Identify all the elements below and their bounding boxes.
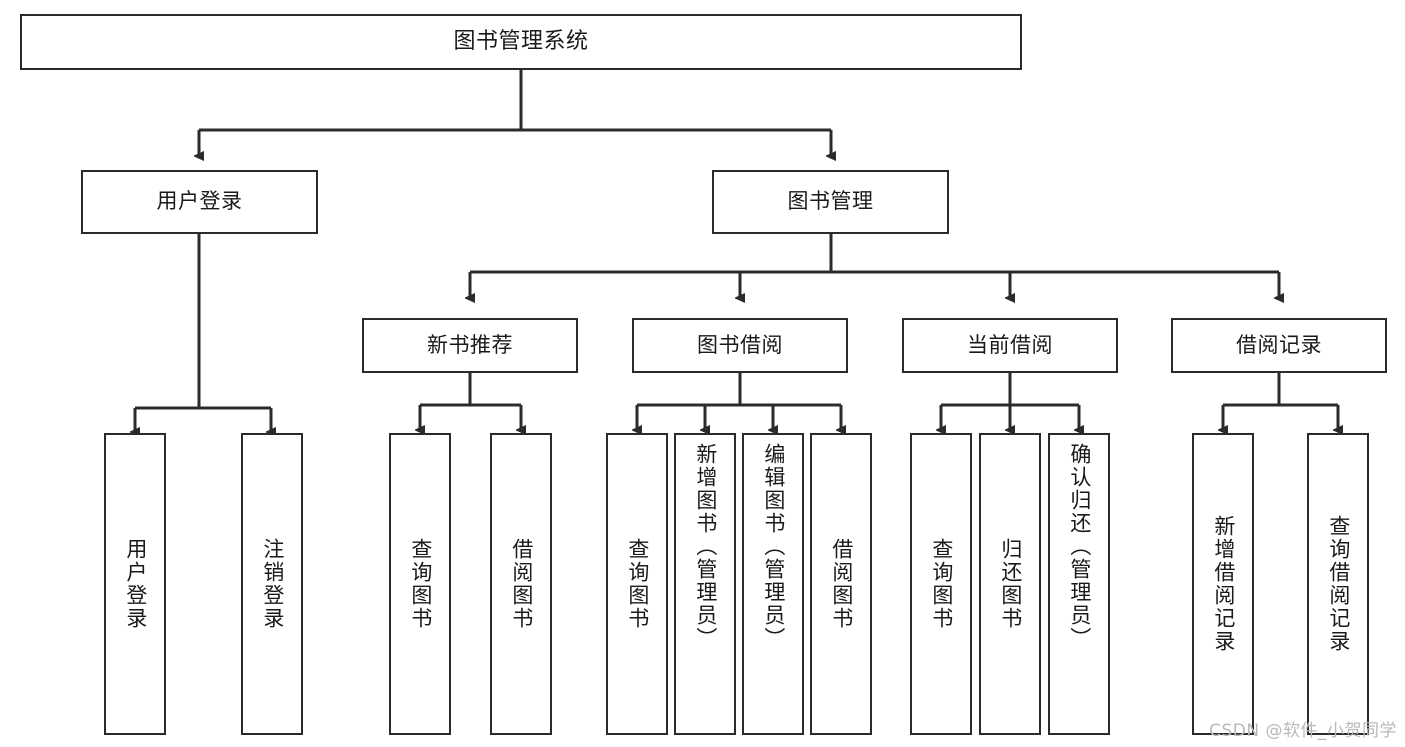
- leaf-query-borrow-record[interactable]: 查询借阅记录: [1307, 433, 1369, 735]
- leaf-query-book-borrow[interactable]: 查询图书: [606, 433, 668, 735]
- node-root[interactable]: 图书管理系统: [20, 14, 1022, 70]
- leaf-borrow-book[interactable]: 借阅图书: [810, 433, 872, 735]
- node-new-book-recommend-label: 新书推荐: [427, 332, 513, 357]
- csdn-watermark: CSDN @软件_小贺同学: [1209, 721, 1397, 741]
- leaf-query-book-borrow-label: 查询图书: [625, 538, 650, 630]
- leaf-query-book-recommend-label: 查询图书: [408, 538, 433, 630]
- node-book-borrow-label: 图书借阅: [697, 332, 783, 357]
- leaf-borrow-book-label: 借阅图书: [829, 538, 854, 630]
- node-root-label: 图书管理系统: [453, 28, 589, 54]
- leaf-borrow-book-recommend[interactable]: 借阅图书: [490, 433, 552, 735]
- node-user-login-label: 用户登录: [156, 189, 243, 214]
- node-current-borrow[interactable]: 当前借阅: [902, 318, 1118, 373]
- leaf-edit-book-admin[interactable]: 编辑图书（管理员）: [742, 433, 804, 735]
- node-new-book-recommend[interactable]: 新书推荐: [362, 318, 578, 373]
- leaf-add-borrow-record-label: 新增借阅记录: [1211, 515, 1236, 653]
- node-book-borrow[interactable]: 图书借阅: [632, 318, 848, 373]
- node-user-login[interactable]: 用户登录: [81, 170, 318, 234]
- leaf-confirm-return-admin[interactable]: 确认归还（管理员）: [1048, 433, 1110, 735]
- leaf-return-book[interactable]: 归还图书: [979, 433, 1041, 735]
- leaf-query-borrow-record-label: 查询借阅记录: [1326, 515, 1351, 653]
- leaf-user-login[interactable]: 用户登录: [104, 433, 166, 735]
- leaf-logout[interactable]: 注销登录: [241, 433, 303, 735]
- leaf-query-book-current[interactable]: 查询图书: [910, 433, 972, 735]
- node-book-management-label: 图书管理: [787, 189, 874, 214]
- leaf-confirm-return-admin-label: 确认归还（管理员）: [1067, 443, 1092, 650]
- node-current-borrow-label: 当前借阅: [967, 332, 1053, 357]
- leaf-logout-label: 注销登录: [260, 538, 285, 630]
- leaf-add-book-admin-label: 新增图书（管理员）: [693, 443, 718, 650]
- leaf-user-login-label: 用户登录: [123, 538, 148, 630]
- leaf-query-book-recommend[interactable]: 查询图书: [389, 433, 451, 735]
- leaf-add-borrow-record[interactable]: 新增借阅记录: [1192, 433, 1254, 735]
- node-borrow-record-label: 借阅记录: [1236, 332, 1322, 357]
- leaf-query-book-current-label: 查询图书: [929, 538, 954, 630]
- leaf-add-book-admin[interactable]: 新增图书（管理员）: [674, 433, 736, 735]
- leaf-borrow-book-recommend-label: 借阅图书: [509, 538, 534, 630]
- leaf-edit-book-admin-label: 编辑图书（管理员）: [761, 443, 786, 650]
- node-book-management[interactable]: 图书管理: [712, 170, 949, 234]
- node-borrow-record[interactable]: 借阅记录: [1171, 318, 1387, 373]
- leaf-return-book-label: 归还图书: [998, 538, 1023, 630]
